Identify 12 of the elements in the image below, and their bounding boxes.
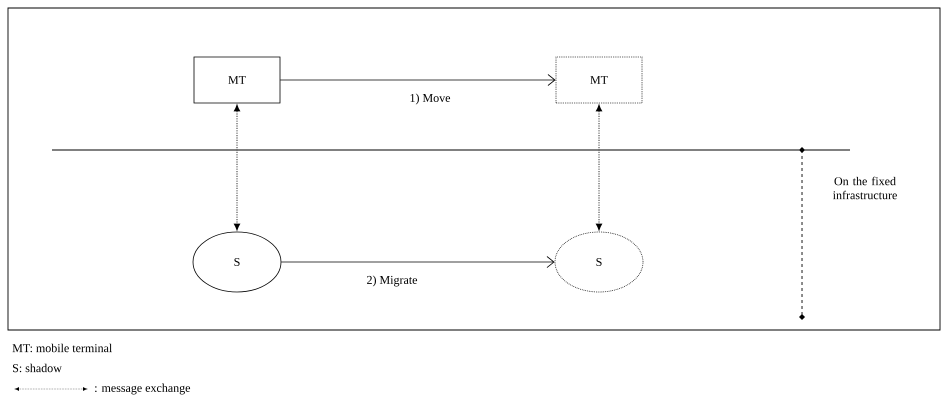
note-text: S: shadow [13, 364, 62, 372]
edge-label: 1) Move [408, 92, 452, 106]
terminal-box: MT [194, 56, 280, 104]
arrow [280, 74, 556, 86]
terminal-box: MT [556, 56, 642, 104]
legend-text: : message exchange [95, 384, 190, 394]
message-arrow [596, 104, 602, 231]
arrow [281, 256, 555, 268]
note-text: On the fixed infrastructure [832, 176, 897, 200]
message-arrow [234, 104, 240, 231]
edge-label: 2) Migrate [366, 274, 418, 288]
note-text: MT: mobile terminal [12, 344, 112, 352]
